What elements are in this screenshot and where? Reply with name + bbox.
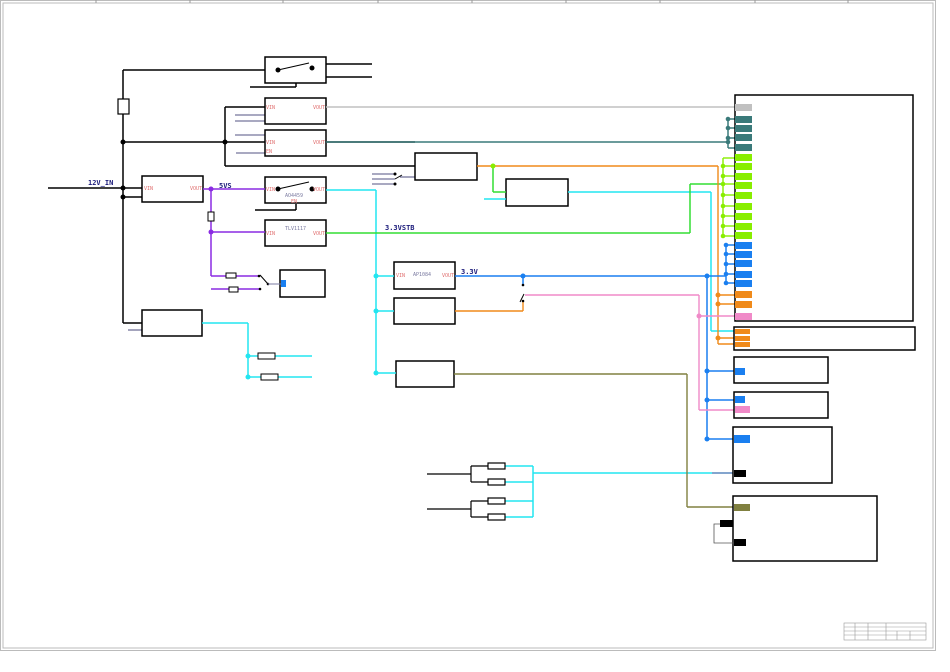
pin-vin: VIN	[266, 105, 275, 111]
main-regulator: VIN VOUT	[141, 175, 204, 203]
junction	[696, 313, 702, 319]
fuse	[117, 98, 130, 115]
control-box-mid	[414, 152, 478, 181]
pin-vout: VOUT	[313, 140, 325, 146]
pin-vin: VIN	[144, 186, 153, 192]
junctions-purple	[208, 186, 214, 235]
pin-gray	[735, 104, 752, 111]
part-number: AP1084	[413, 272, 431, 278]
pin-vin: VIN	[396, 273, 405, 279]
tlv1117-regulator: VIN VOUT TLV1117	[264, 219, 327, 247]
sheet-frame	[0, 0, 936, 651]
switch-contact-icon	[309, 186, 315, 192]
module-4	[733, 391, 829, 419]
pin-vin: VIN	[266, 187, 275, 193]
net-orange	[455, 165, 735, 345]
part-number: AO4459	[285, 193, 303, 199]
resistor	[260, 373, 279, 381]
net-cyan	[202, 189, 735, 518]
ao4459-switch: VIN VOUT AO4459 EN	[264, 176, 327, 205]
net-label-3v3: 3.3V	[461, 268, 479, 276]
resistor-network	[427, 462, 506, 521]
part-number: TLV1117	[285, 226, 306, 232]
net-3v3	[455, 244, 735, 440]
net-teal	[326, 118, 735, 149]
pin-pink	[735, 313, 752, 320]
pins-orange	[735, 291, 752, 308]
converter-box	[505, 178, 569, 207]
junctions-green	[720, 163, 726, 239]
select-switch	[519, 283, 525, 303]
pins-teal	[735, 116, 752, 151]
junctions-orange	[715, 292, 721, 341]
module-6	[713, 495, 878, 562]
module-2	[733, 326, 916, 351]
black-wiring	[48, 63, 415, 324]
net-label-5vs: 5VS	[219, 182, 232, 190]
regulator-a: VIN VOUT	[264, 97, 327, 125]
pin-vin: VIN	[266, 231, 275, 237]
junctions-teal	[725, 116, 731, 145]
pin-en: EN	[266, 149, 272, 155]
module-3	[733, 356, 829, 384]
stub-wires	[128, 114, 415, 331]
selector-switch	[394, 174, 403, 180]
resistor	[225, 272, 237, 279]
lower-left-block	[141, 309, 203, 337]
junctions-blue	[520, 242, 729, 442]
net-green-bus	[722, 157, 735, 237]
jumper-switch	[257, 274, 281, 291]
resistor	[207, 211, 215, 222]
net-pink	[525, 294, 735, 411]
net-olive	[454, 373, 735, 508]
block-orange-source	[393, 297, 456, 325]
pin-vout: VOUT	[313, 187, 325, 193]
pin-en: EN	[291, 199, 297, 205]
pin-vout: VOUT	[442, 273, 454, 279]
pins-green	[735, 154, 752, 239]
switch-contact-icon	[309, 65, 315, 71]
module-5	[732, 426, 833, 484]
junction	[490, 163, 496, 169]
junctions-cyan	[245, 273, 379, 380]
pin-vin: VIN	[266, 140, 275, 146]
resistor	[257, 352, 276, 360]
ap1084-regulator: VIN VOUT AP1084	[393, 261, 456, 290]
pin-vout: VOUT	[190, 186, 202, 192]
net-label-3v3stb: 3.3VSTB	[385, 224, 415, 232]
net-label-12v-in: 12V_IN	[88, 179, 113, 187]
pin-vout: VOUT	[313, 105, 325, 111]
pins-blue	[735, 242, 752, 287]
block-olive-source	[395, 360, 455, 388]
net-3v3stb	[326, 166, 723, 234]
load-switch-top	[264, 56, 327, 84]
pin-vout: VOUT	[313, 231, 325, 237]
regulator-b: VIN VOUT EN	[264, 129, 327, 157]
small-connector-box	[279, 269, 326, 298]
title-block	[843, 622, 927, 641]
resistor	[228, 286, 239, 293]
junctions-black	[120, 139, 397, 200]
main-module	[734, 94, 914, 322]
